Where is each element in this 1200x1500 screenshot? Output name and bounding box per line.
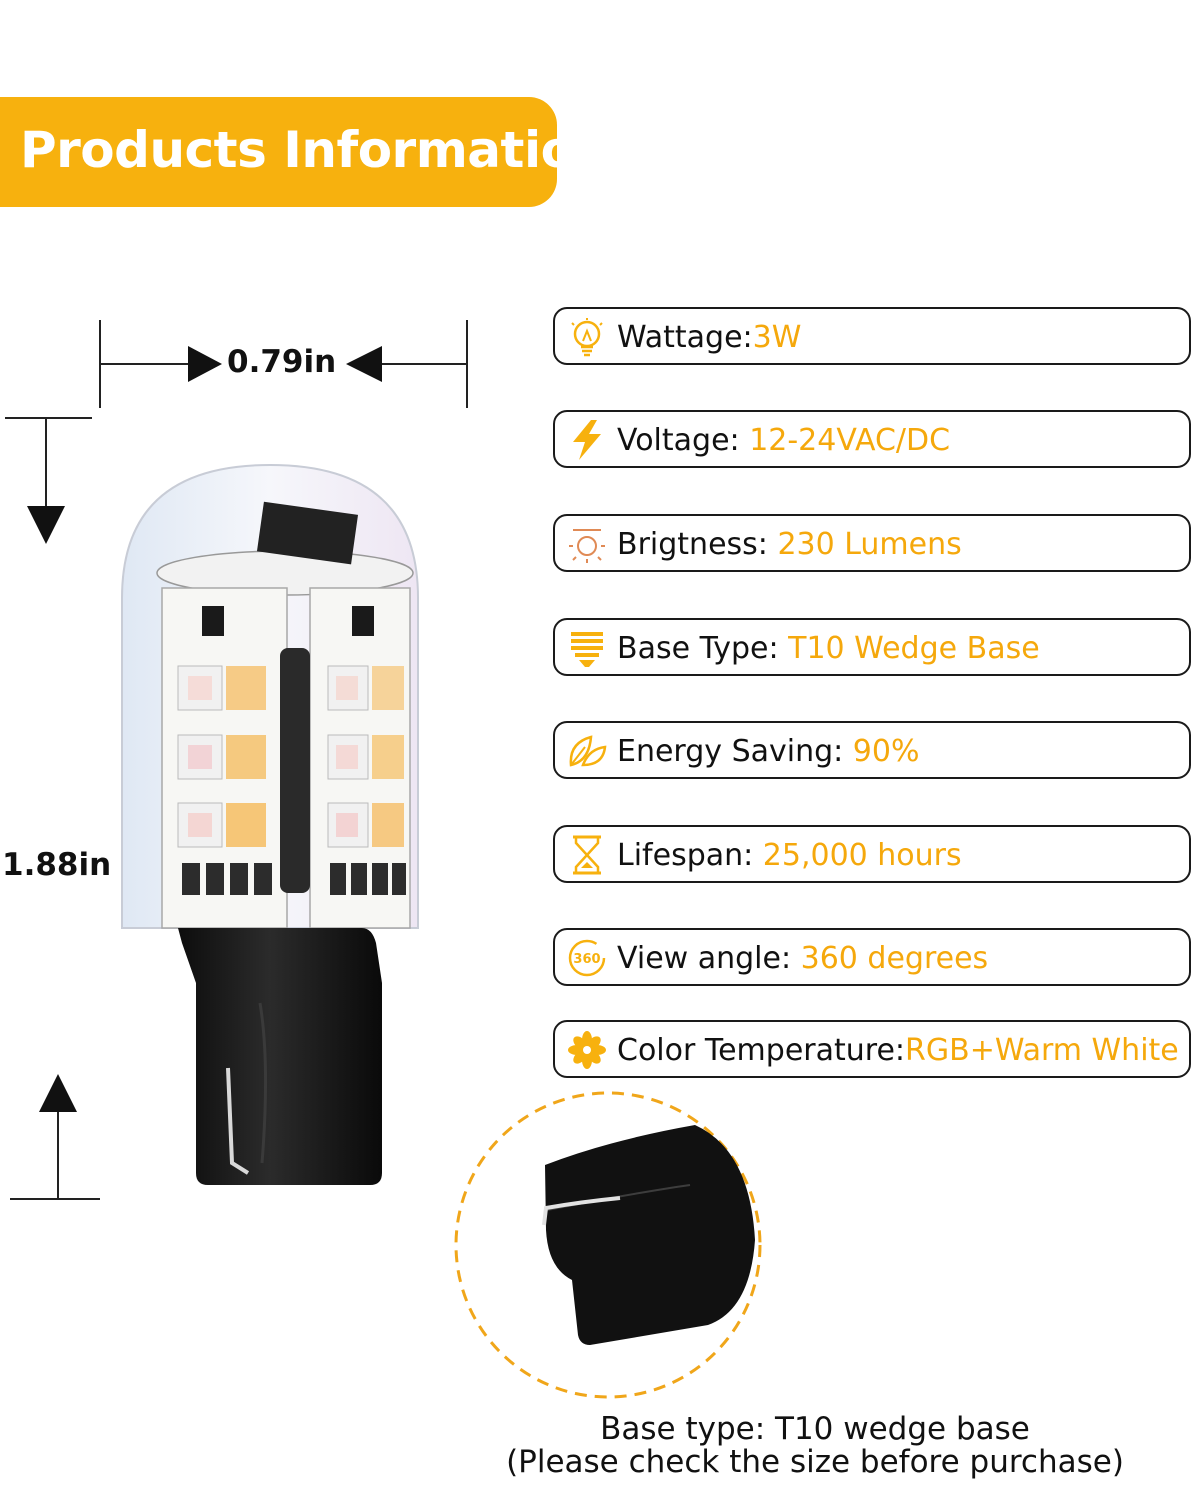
- spec-voltage: Voltage: 12-24VAC/DC: [553, 410, 1191, 468]
- lifespan-label: Lifespan:: [617, 838, 763, 873]
- spec-view-angle: 360 View angle: 360 degrees: [553, 928, 1191, 986]
- lightning-icon: [573, 420, 601, 460]
- view-angle-value: 360 degrees: [800, 941, 989, 976]
- energy-saving-value: 90%: [852, 734, 920, 769]
- base-stack-icon: [571, 632, 603, 667]
- spec-brightness: Brigtness: 230 Lumens: [553, 514, 1191, 572]
- voltage-value: 12-24VAC/DC: [749, 423, 951, 458]
- height-dimension-label: 1.88in: [2, 847, 112, 883]
- hourglass-icon: [573, 835, 601, 875]
- spec-energy-saving: Energy Saving: 90%: [553, 721, 1191, 779]
- color-temperature-label: Color Temperature:: [617, 1033, 906, 1068]
- leaf-icon: [569, 735, 607, 767]
- view-360-icon-text: 360: [573, 952, 600, 967]
- width-dimension-label: 0.79in: [227, 344, 337, 380]
- brightness-icon: [569, 529, 605, 563]
- bulb-icon: [571, 318, 603, 357]
- base-type-label: Base Type:: [617, 631, 789, 666]
- energy-saving-label: Energy Saving:: [617, 734, 853, 769]
- led-bulb-image: [121, 463, 419, 1185]
- view-angle-label: View angle:: [617, 941, 801, 976]
- caption-line-2: (Please check the size before purchase): [506, 1444, 1124, 1480]
- voltage-label: Voltage:: [617, 423, 750, 458]
- view-360-icon: 360: [568, 939, 606, 977]
- spec-base-type: Base Type: T10 Wedge Base: [553, 618, 1191, 676]
- title-banner: Products Information: [0, 97, 610, 207]
- dimension-lines: [5, 320, 468, 1200]
- lifespan-value: 25,000 hours: [762, 838, 962, 873]
- caption-line-1: Base type: T10 wedge base: [600, 1411, 1030, 1447]
- color-temperature-value: RGB+Warm White: [905, 1033, 1179, 1068]
- spec-lifespan: Lifespan: 25,000 hours: [553, 825, 1191, 883]
- wattage-label: Wattage:: [617, 320, 753, 355]
- base-type-value: T10 Wedge Base: [788, 631, 1040, 666]
- spec-color-temperature: Color Temperature:RGB+Warm White: [553, 1020, 1191, 1078]
- page-title: Products Information: [20, 121, 610, 179]
- brightness-label: Brigtness:: [617, 527, 778, 562]
- brightness-value: 230 Lumens: [777, 527, 962, 562]
- base-closeup-image: [454, 1091, 762, 1399]
- wattage-value: 3W: [752, 320, 802, 355]
- flower-icon: [568, 1031, 606, 1069]
- spec-wattage: Wattage:3W: [553, 307, 1191, 365]
